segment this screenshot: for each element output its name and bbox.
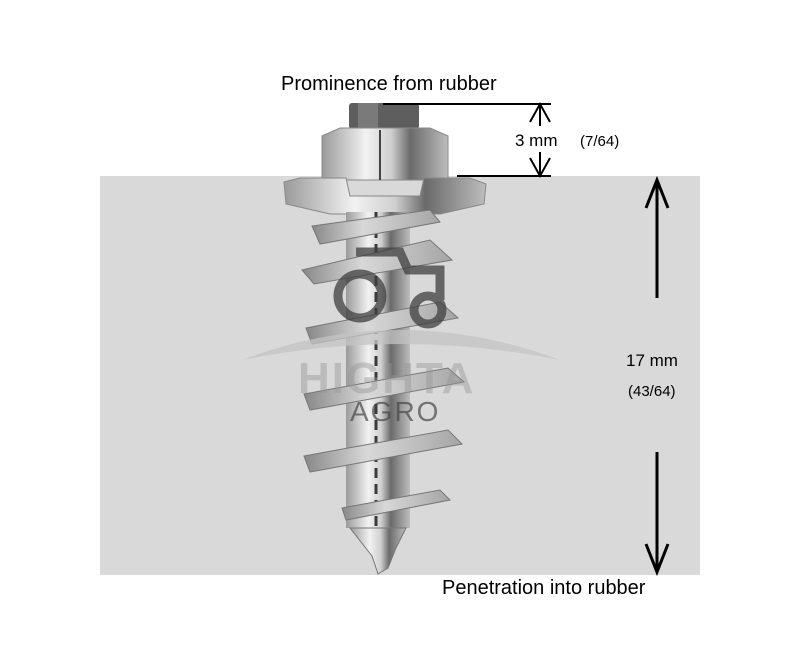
prominence-imperial: (7/64)	[580, 133, 620, 150]
prominence-metric: 3 mm	[515, 131, 558, 150]
watermark-sub: AGRO	[350, 396, 441, 427]
stud-tip	[348, 527, 407, 575]
watermark-logo	[242, 247, 560, 360]
hex-head	[321, 127, 449, 181]
penetration-imperial: (43/64)	[628, 383, 676, 400]
penetration-title: Penetration into rubber	[442, 577, 646, 599]
penetration-metric: 17 mm	[626, 351, 678, 370]
tractor-icon	[333, 247, 447, 329]
watermark-brand: HIGHTA	[298, 354, 476, 403]
prominence-dimension	[383, 101, 551, 179]
flange	[283, 177, 487, 215]
carbide-pin	[349, 103, 419, 129]
prominence-title: Prominence from rubber	[281, 73, 497, 95]
penetration-dimension	[644, 175, 670, 577]
